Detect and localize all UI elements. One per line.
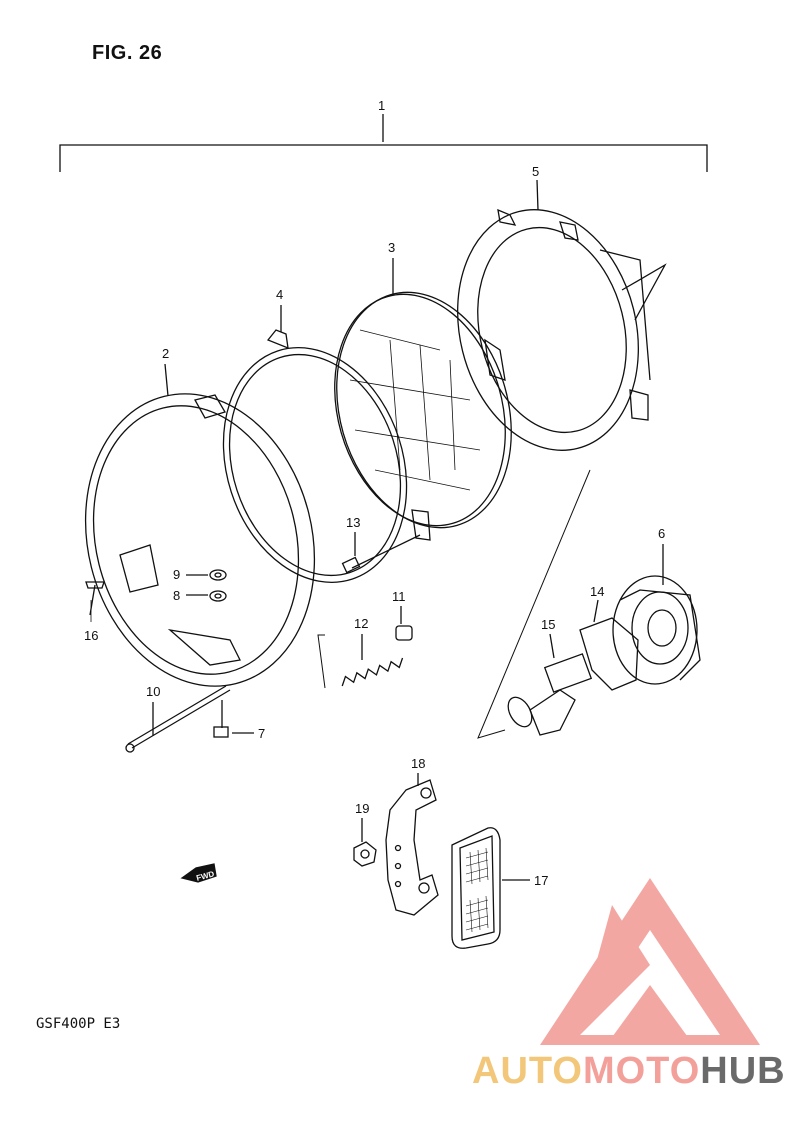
part-17-reflector bbox=[451, 827, 530, 949]
callout-2: 2 bbox=[162, 346, 169, 361]
part-8-nut bbox=[186, 590, 227, 602]
part-16-screw bbox=[85, 581, 105, 622]
part-4-ring bbox=[222, 305, 431, 583]
watermark-logo-icon bbox=[540, 878, 760, 1045]
callout-13: 13 bbox=[346, 515, 360, 530]
fwd-arrow-icon bbox=[180, 863, 217, 883]
part-13-screw bbox=[341, 532, 421, 574]
part-15-bulb bbox=[507, 633, 593, 736]
part-6-socket-cover bbox=[612, 544, 701, 685]
assembly-bracket bbox=[59, 114, 708, 172]
part-5-housing bbox=[457, 179, 667, 451]
callout-14: 14 bbox=[590, 584, 604, 599]
part-2-rim bbox=[84, 363, 316, 687]
callout-16: 16 bbox=[84, 628, 98, 643]
callout-18: 18 bbox=[411, 756, 425, 771]
callout-12: 12 bbox=[354, 616, 368, 631]
callout-7: 7 bbox=[258, 726, 265, 741]
callout-17: 17 bbox=[534, 873, 548, 888]
watermark-text-hub: HUB bbox=[700, 1050, 786, 1092]
part-11-nut bbox=[395, 606, 413, 641]
watermark-text-moto: MOTO bbox=[582, 1050, 701, 1092]
watermark-text: AUTOMOTOHUB bbox=[472, 1050, 786, 1093]
callout-1: 1 bbox=[378, 98, 385, 113]
callout-11: 11 bbox=[392, 589, 406, 604]
callout-9: 9 bbox=[173, 567, 180, 582]
part-3-lens-unit bbox=[334, 258, 512, 529]
model-code: GSF400P E3 bbox=[36, 1016, 121, 1032]
part-9-nut bbox=[186, 569, 227, 581]
callout-10: 10 bbox=[146, 684, 160, 699]
figure-title: FIG. 26 bbox=[92, 42, 163, 64]
part-10-adjust-bolt bbox=[125, 685, 231, 753]
watermark-text-auto: AUTO bbox=[472, 1050, 583, 1092]
callout-3: 3 bbox=[388, 240, 395, 255]
part-14-retainer bbox=[579, 599, 639, 691]
callout-5: 5 bbox=[532, 164, 539, 179]
part-18-bracket bbox=[385, 773, 439, 916]
callout-15: 15 bbox=[541, 617, 555, 632]
callout-6: 6 bbox=[658, 526, 665, 541]
callout-4: 4 bbox=[276, 287, 283, 302]
callout-8: 8 bbox=[173, 588, 180, 603]
callout-19: 19 bbox=[355, 801, 369, 816]
part-12-spring bbox=[317, 634, 404, 689]
part-19-nut bbox=[353, 818, 377, 867]
part-7-screw bbox=[213, 700, 254, 738]
